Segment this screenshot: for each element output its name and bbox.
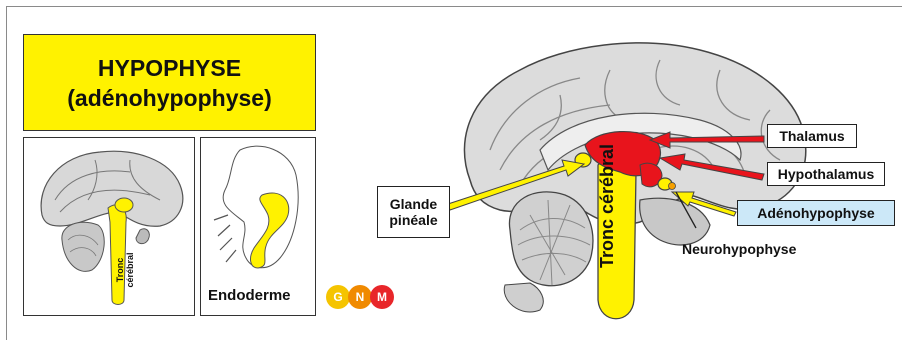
- label-glande-pineale: Glande pinéale: [377, 186, 450, 238]
- label-glande-pineale-line1: Glande: [390, 196, 437, 212]
- label-thalamus: Thalamus: [767, 124, 857, 148]
- label-glande-pineale-line2: pinéale: [389, 212, 437, 228]
- label-neurohypophyse: Neurohypophyse: [682, 241, 796, 257]
- label-hypothalamus: Hypothalamus: [767, 162, 885, 186]
- main-stem-label: Tronc cérébral: [597, 126, 618, 286]
- label-adenohypophyse: Adénohypophyse: [737, 200, 895, 226]
